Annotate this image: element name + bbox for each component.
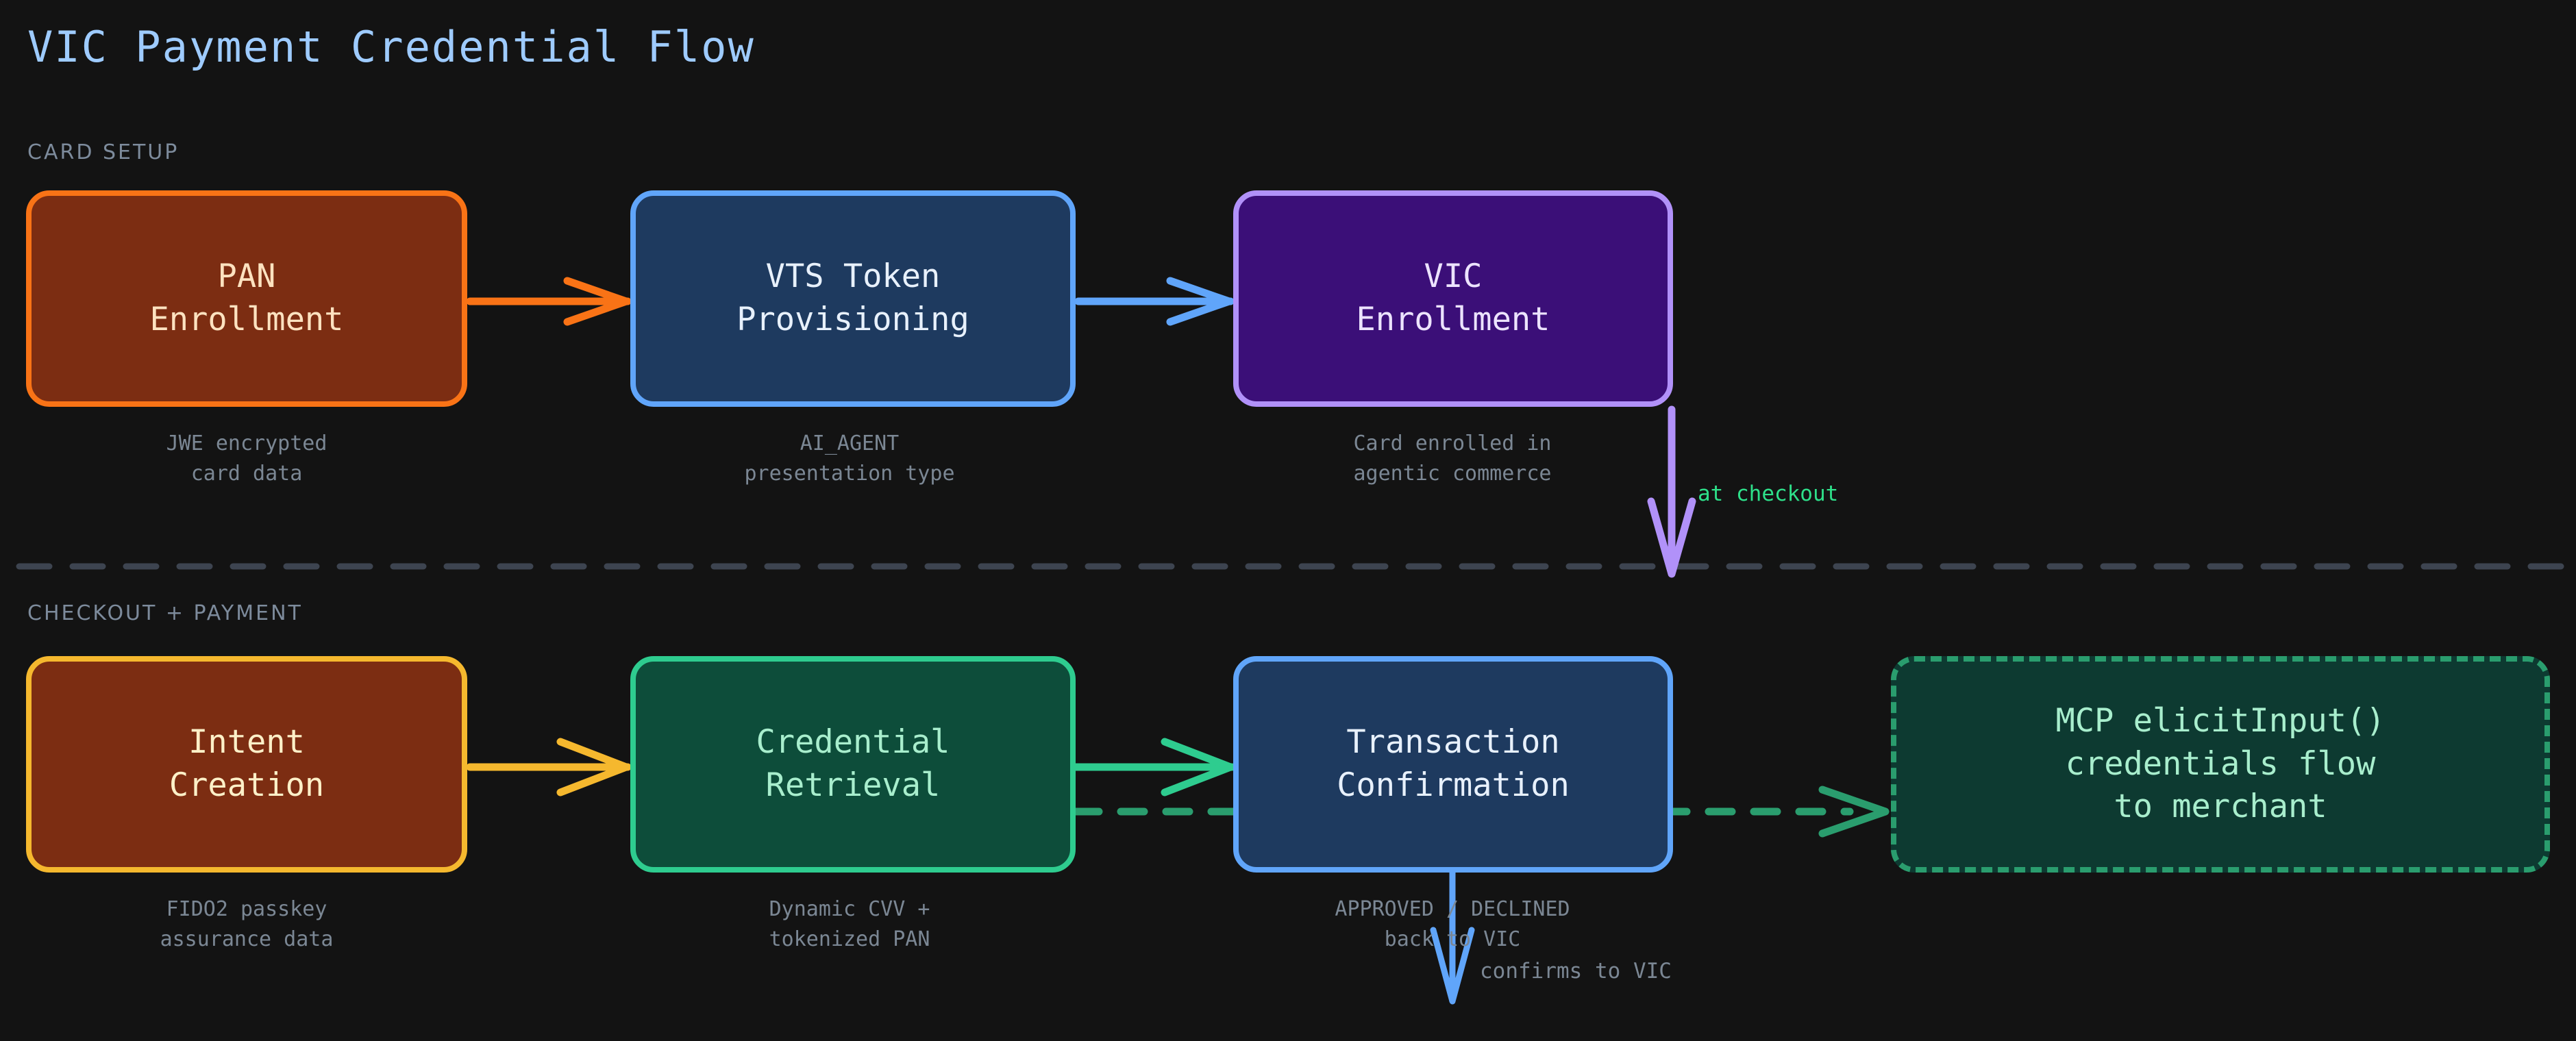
node-line: Retrieval [765,766,941,804]
edge-pan-to-vts [466,277,632,326]
node-credential-retrieval[interactable]: Credential Retrieval [630,656,1076,873]
caption-pan-enrollment: JWE encrypted card data [0,429,493,488]
edge-credential-to-transaction [1072,738,1236,797]
node-line: Confirmation [1337,766,1570,804]
node-intent-creation[interactable]: Intent Creation [26,656,467,873]
node-transaction-confirmation[interactable]: Transaction Confirmation [1233,656,1673,873]
caption-line: card data [190,461,303,486]
caption-line: FIDO2 passkey [166,897,327,921]
caption-line: Dynamic CVV + [769,897,930,921]
edge-label-at-checkout: at checkout [1698,481,1839,506]
node-line: Provisioning [736,301,969,338]
node-vic-enrollment[interactable]: VIC Enrollment [1233,190,1673,407]
caption-intent-creation: FIDO2 passkey assurance data [0,894,493,954]
edge-intent-to-credential [466,738,632,797]
section-label-checkout-payment: CHECKOUT + PAYMENT [27,601,303,625]
caption-vts-token-provisioning: AI_AGENT presentation type [603,429,1096,488]
caption-line: JWE encrypted [166,431,327,455]
caption-vic-enrollment: Card enrolled in agentic commerce [1206,429,1699,488]
node-line: Enrollment [1356,301,1550,338]
node-mcp-elicitinput[interactable]: MCP elicitInput() credentials flow to me… [1891,656,2550,873]
node-line: VTS Token [765,258,941,296]
caption-line: APPROVED / DECLINED [1335,897,1570,921]
section-label-card-setup: CARD SETUP [27,140,179,164]
node-line: Creation [169,766,325,804]
caption-line: AI_AGENT [800,431,900,455]
caption-line: Card enrolled in [1353,431,1552,455]
caption-credential-retrieval: Dynamic CVV + tokenized PAN [603,894,1096,954]
caption-line: presentation type [744,461,955,486]
node-vts-token-provisioning[interactable]: VTS Token Provisioning [630,190,1076,407]
node-line: MCP elicitInput() [2055,701,2386,740]
node-line: Credential [756,723,950,762]
caption-line: back to VIC [1384,927,1521,951]
caption-transaction-confirmation: APPROVED / DECLINED back to VIC [1206,894,1699,954]
caption-line: agentic commerce [1353,461,1552,486]
node-line: Transaction [1346,723,1560,762]
edge-label-confirms-to-vic: confirms to VIC [1480,959,1672,983]
page-title: VIC Payment Credential Flow [27,22,755,72]
caption-line: tokenized PAN [769,927,930,951]
edge-vts-to-vic [1074,277,1235,326]
node-line: PAN [217,258,276,296]
node-line: credentials flow [2065,744,2376,783]
node-line: Enrollment [149,301,344,338]
caption-line: assurance data [160,927,334,951]
node-line: Intent [188,723,305,762]
node-line: VIC [1424,258,1483,296]
node-pan-enrollment[interactable]: PAN Enrollment [26,190,467,407]
node-line: to merchant [2114,788,2327,826]
